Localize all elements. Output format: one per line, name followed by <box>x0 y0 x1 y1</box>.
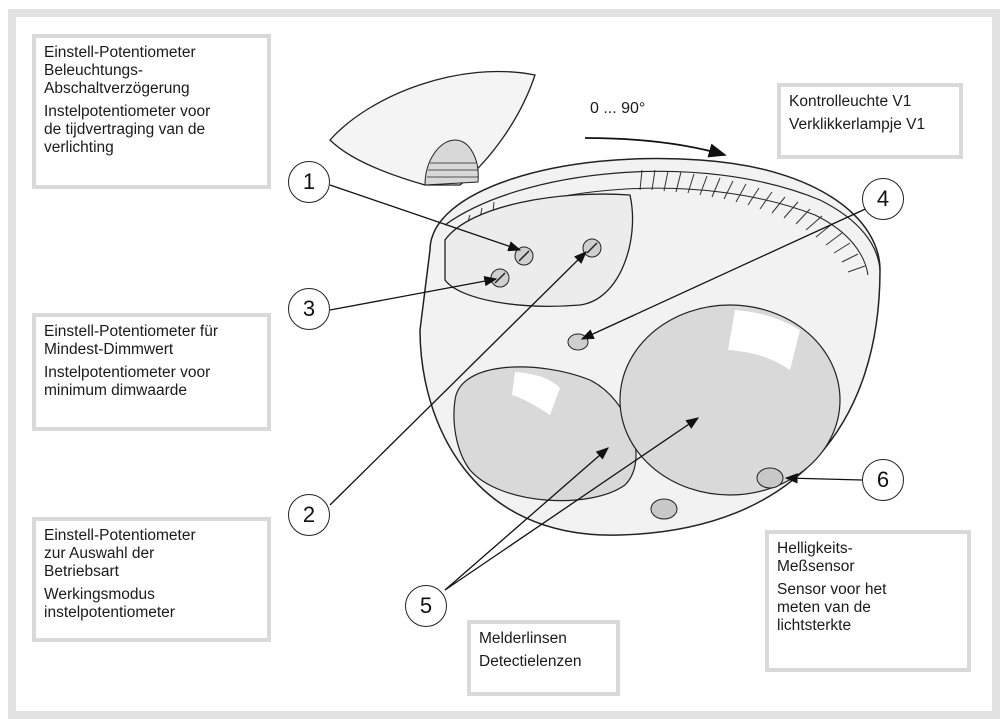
callout-mode-potentiometer: Einstell-Potentiometer zur Auswahl der B… <box>32 517 271 642</box>
leader-line-4 <box>580 199 886 340</box>
callout-lenses-nl: Detectielenzen <box>479 653 582 670</box>
marker-6: 6 <box>862 459 904 501</box>
callout-min-dim-nl: Instelpotentiometer voor minimum dimwaar… <box>44 364 211 399</box>
callout-delay-nl: Instelpotentiometer voor de tijdvertragi… <box>44 103 211 156</box>
rotation-angle-label: 0 ... 90° <box>590 100 646 117</box>
leader-line-2 <box>329 251 587 506</box>
callout-indicator-lamp: Kontrolleuchte V1 Verklikkerlampje V1 <box>777 83 963 159</box>
marker-4: 4 <box>862 178 904 220</box>
marker-1: 1 <box>288 161 330 203</box>
leader-line-6 <box>784 473 863 484</box>
callout-lenses-de: Melderlinsen <box>479 630 567 647</box>
rotation-arrow <box>584 137 727 158</box>
callout-mode-de: Einstell-Potentiometer zur Auswahl der B… <box>44 527 196 580</box>
callout-light-sensor: Helligkeits- Meßsensor Sensor voor het m… <box>765 530 971 672</box>
callout-min-dim-potentiometer: Einstell-Potentiometer für Mindest-Dimmw… <box>32 313 271 431</box>
leader-line-3 <box>329 276 498 311</box>
callout-delay-potentiometer: Einstell-Potentiometer Beleuchtungs- Abs… <box>32 34 271 189</box>
callout-lamp-nl: Verklikkerlampje V1 <box>789 116 926 133</box>
leader-line-5b <box>444 417 700 591</box>
leader-line-1 <box>329 184 522 252</box>
callout-delay-de: Einstell-Potentiometer Beleuchtungs- Abs… <box>44 44 196 97</box>
marker-3: 3 <box>288 288 330 330</box>
callout-min-dim-de: Einstell-Potentiometer für Mindest-Dimmw… <box>44 323 219 358</box>
callout-lamp-de: Kontrolleuchte V1 <box>789 93 912 110</box>
marker-5: 5 <box>405 585 447 627</box>
callout-sensor-nl: Sensor voor het meten van de lichtsterkt… <box>777 581 887 634</box>
callout-mode-nl: Werkingsmodus instelpotentiometer <box>44 586 175 621</box>
leader-line-5a <box>444 447 609 591</box>
marker-2: 2 <box>288 494 330 536</box>
detached-cover <box>329 70 536 186</box>
callout-sensor-de: Helligkeits- Meßsensor <box>777 540 855 575</box>
detector-body <box>419 157 881 536</box>
callout-lenses: Melderlinsen Detectielenzen <box>467 620 620 696</box>
